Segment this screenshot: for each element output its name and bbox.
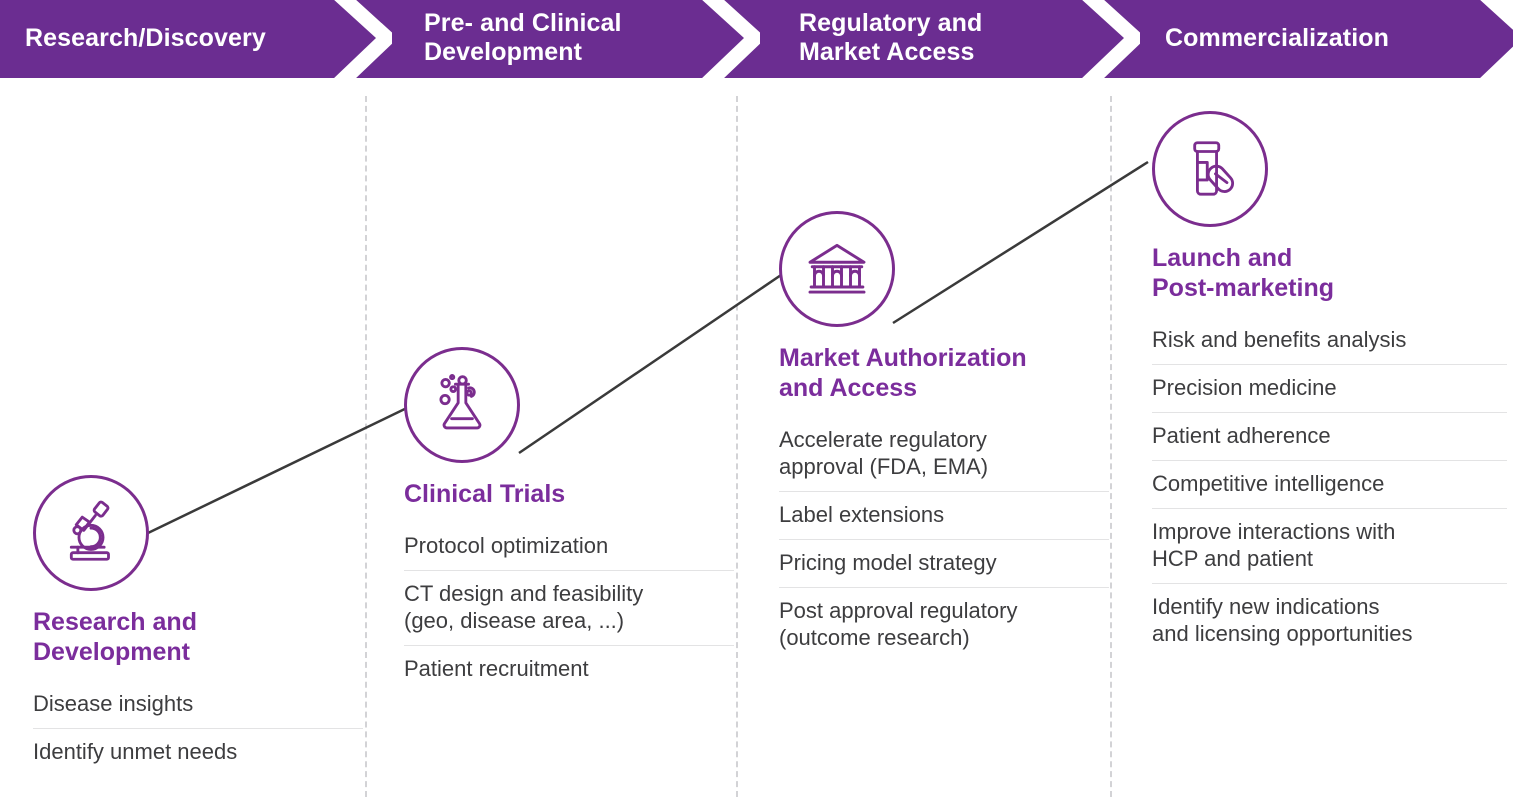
stage-title-research-and-development: Research and Development: [33, 608, 197, 666]
list-item: Identify new indications and licensing o…: [1152, 583, 1507, 658]
list-item: CT design and feasibility (geo, disease …: [404, 570, 734, 645]
phase-banner: Research/Discovery Pre- and Clinical Dev…: [0, 0, 1513, 78]
microscope-icon: [33, 475, 149, 591]
stage-research-and-development: Research and Development Disease insight…: [33, 475, 363, 776]
stage-items-research-and-development: Disease insights Identify unmet needs: [33, 681, 363, 776]
list-item: Accelerate regulatory approval (FDA, EMA…: [779, 427, 989, 479]
column-divider-3: [1110, 96, 1112, 797]
column-divider-1: [365, 96, 367, 797]
list-item: Patient recruitment: [404, 645, 734, 693]
list-item: Protocol optimization: [404, 533, 609, 558]
phase-label-pre-and-clinical-development: Pre- and Clinical Development: [424, 9, 622, 66]
stage-items-market-authorization-and-access: Accelerate regulatory approval (FDA, EMA…: [779, 417, 1109, 662]
stage-clinical-trials: Clinical Trials Protocol optimization CT…: [404, 347, 734, 693]
list-item: Pricing model strategy: [779, 539, 1109, 587]
stage-title-launch-and-post-marketing: Launch and Post-marketing: [1152, 244, 1334, 302]
government-building-icon: [779, 211, 895, 327]
list-item: Disease insights: [33, 691, 194, 716]
list-item: Risk and benefits analysis: [1152, 327, 1407, 352]
phase-label-commercialization: Commercialization: [1165, 24, 1389, 52]
stage-launch-and-post-marketing: Launch and Post-marketing Risk and benef…: [1152, 111, 1507, 658]
list-item: Identify unmet needs: [33, 728, 363, 776]
list-item: Competitive intelligence: [1152, 460, 1507, 508]
list-item: Precision medicine: [1152, 364, 1507, 412]
phase-label-regulatory-and-market-access: Regulatory and Market Access: [799, 9, 983, 66]
list-item: Label extensions: [779, 491, 1109, 539]
stage-title-clinical-trials: Clinical Trials: [404, 480, 566, 508]
flask-icon: [404, 347, 520, 463]
list-item: Post approval regulatory (outcome resear…: [779, 587, 1109, 662]
stage-market-authorization-and-access: Market Authorization and Access Accelera…: [779, 211, 1109, 662]
list-item: Patient adherence: [1152, 412, 1507, 460]
list-item: Improve interactions with HCP and patien…: [1152, 508, 1507, 583]
phase-label-research-discovery: Research/Discovery: [25, 24, 266, 52]
stage-items-clinical-trials: Protocol optimization CT design and feas…: [404, 523, 734, 693]
pill-bottle-icon: [1152, 111, 1268, 227]
stage-title-market-authorization-and-access: Market Authorization and Access: [779, 344, 1027, 402]
column-divider-2: [736, 96, 738, 797]
stage-items-launch-and-post-marketing: Risk and benefits analysis Precision med…: [1152, 317, 1507, 658]
